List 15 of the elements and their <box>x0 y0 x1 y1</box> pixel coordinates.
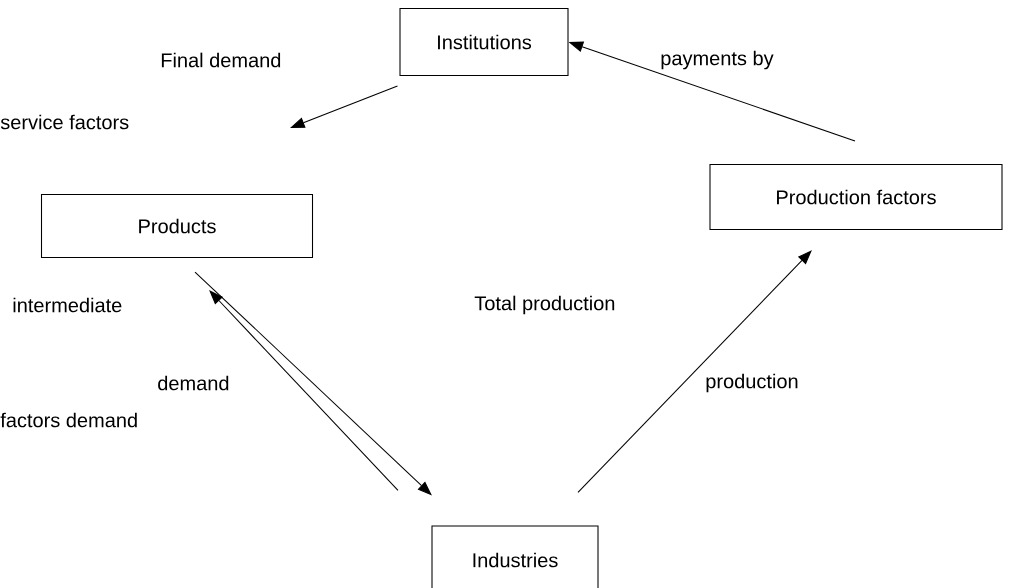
process-box: Institutions <box>399 7 569 77</box>
arrow <box>209 290 399 491</box>
label: production <box>706 373 798 393</box>
label: Total production <box>474 295 615 315</box>
process-box: Industries <box>431 525 599 588</box>
label: demand <box>158 375 229 391</box>
label: payments by <box>661 50 774 70</box>
arrow <box>577 250 812 493</box>
label: factors demand <box>0 412 137 428</box>
label: service factors <box>0 114 129 130</box>
process-box: Products <box>40 193 314 259</box>
arrow <box>290 85 398 128</box>
label: intermediate <box>13 297 122 313</box>
process-box: Production factors <box>709 163 1003 231</box>
label: Final demand <box>161 52 281 68</box>
